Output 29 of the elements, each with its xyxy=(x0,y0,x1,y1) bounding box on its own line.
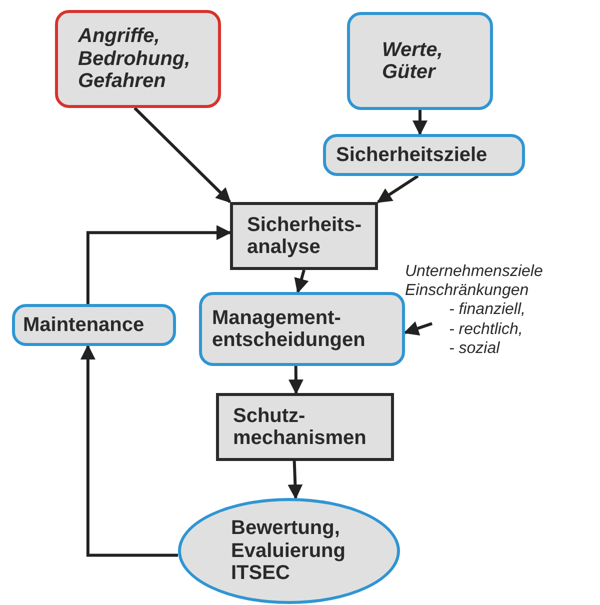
node-label: Werte, Güter xyxy=(382,38,444,84)
note-text: Einschränkungen xyxy=(405,281,529,300)
process-box xyxy=(230,202,378,270)
node-label: Maintenance xyxy=(23,314,146,336)
arrow xyxy=(294,270,309,294)
arrow xyxy=(134,106,232,204)
note-text: Unternehmensziele xyxy=(405,262,543,282)
note-text: - finanziell, xyxy=(448,300,526,320)
arrow xyxy=(376,174,419,204)
rounded-box xyxy=(323,134,525,176)
node-label: Management-entscheidungen xyxy=(212,306,366,352)
rounded-box xyxy=(12,304,176,346)
arrow xyxy=(80,344,178,557)
node-label: Angriffe, Bedrohung, Gefahren xyxy=(78,25,192,93)
arrow xyxy=(288,366,304,394)
rounded-box xyxy=(347,12,493,110)
note-text: - sozial xyxy=(448,338,500,358)
note-text: - rechtlich, xyxy=(448,320,523,339)
node-label: Sicherheits-analyse xyxy=(247,214,362,258)
arrow xyxy=(404,321,432,336)
node-label: Bewertung, Evaluierung ITSEC xyxy=(231,517,346,585)
arrow xyxy=(86,225,232,304)
arrow xyxy=(288,460,303,500)
process-box xyxy=(216,393,394,461)
node-label: Sicherheitsziele xyxy=(336,144,488,166)
node-label: Schutz-mechanismen xyxy=(233,404,368,450)
rounded-box xyxy=(199,292,405,366)
threat-box xyxy=(55,10,221,108)
arrow xyxy=(412,110,428,136)
